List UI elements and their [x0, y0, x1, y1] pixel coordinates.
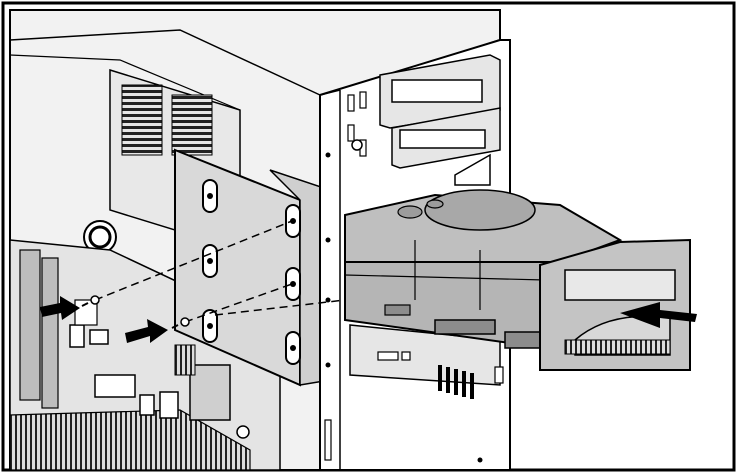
- power-supply-fan-knob: [83, 220, 117, 254]
- tape-drive: [344, 189, 691, 371]
- power-supply-vents: [121, 84, 213, 156]
- lower-drive-bay: [349, 324, 504, 399]
- screw-middle: [171, 317, 190, 329]
- arrow-to-left-screw-icon: [40, 296, 80, 320]
- arrow-into-drive-bay-icon: [620, 302, 697, 328]
- motherboard: [9, 239, 281, 471]
- screw-left: [81, 295, 100, 307]
- drive-cage-bracket: [174, 148, 331, 387]
- arrow-to-middle-screw-icon: [125, 319, 168, 343]
- screw-guides: [94, 220, 346, 323]
- upper-drive-bays: [347, 54, 501, 186]
